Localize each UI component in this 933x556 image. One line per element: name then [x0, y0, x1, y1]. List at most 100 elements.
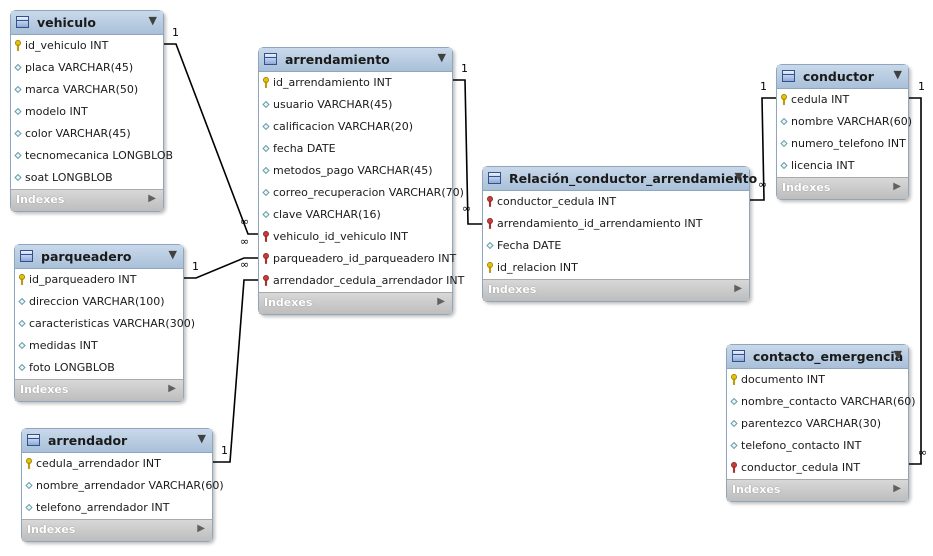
expand-arrow-icon[interactable]: ▶ [893, 483, 901, 494]
column-row[interactable]: usuario VARCHAR(45) [259, 94, 452, 116]
column-row[interactable]: direccion VARCHAR(100) [15, 291, 183, 313]
column-row[interactable]: nombre VARCHAR(60) [777, 111, 912, 133]
collapse-arrow-icon[interactable]: ▼ [734, 170, 743, 183]
expand-arrow-icon[interactable]: ▶ [893, 181, 901, 192]
column-row[interactable]: fecha DATE [259, 138, 452, 160]
column-row[interactable]: medidas INT [15, 335, 183, 357]
column-row[interactable]: arrendamiento_id_arrendamiento INT [483, 213, 749, 235]
table-conductor[interactable]: conductor▼cedula INT nombre VARCHAR(60) nu… [776, 64, 912, 200]
table-header[interactable]: vehiculo ▼ [11, 11, 163, 35]
column-row[interactable]: id_arrendamiento INT [259, 72, 452, 94]
column-label: numero_telefono INT [791, 137, 906, 150]
expand-arrow-icon[interactable]: ▶ [734, 283, 742, 294]
indexes-section[interactable]: Indexes ▶ [22, 519, 212, 541]
column-row[interactable]: color VARCHAR(45) [11, 123, 163, 145]
collapse-arrow-icon[interactable]: ▼ [168, 248, 177, 261]
collapse-arrow-icon[interactable]: ▼ [437, 51, 446, 64]
table-header[interactable]: conductor▼ [777, 65, 908, 89]
relationship-line[interactable] [451, 79, 482, 225]
relationship-line[interactable] [211, 279, 258, 463]
collapse-arrow-icon[interactable]: ▼ [197, 432, 206, 445]
expand-arrow-icon[interactable]: ▶ [168, 383, 176, 394]
table-icon [264, 53, 277, 65]
column-row[interactable]: cedula_arrendador INT [22, 453, 212, 475]
table-contacto-emergencia[interactable]: contacto_emergencia▼ documento INT nombre_… [726, 344, 915, 502]
expand-arrow-icon[interactable]: ▶ [148, 193, 156, 204]
column-label: foto LONGBLOB [29, 361, 115, 374]
table-header[interactable]: arrendamiento▼ [259, 48, 452, 72]
column-row[interactable]: parqueadero_id_parqueadero INT [259, 248, 456, 270]
table-icon [16, 16, 29, 28]
table-header[interactable]: contacto_emergencia▼ [727, 345, 908, 369]
column-label: telefono_arrendador INT [36, 501, 170, 514]
relationship-line[interactable] [182, 257, 258, 279]
table-relaci-n-conductor-arrendamiento[interactable]: Relación_conductor_arrendamiento▼conduct… [482, 166, 757, 302]
column-row[interactable]: clave VARCHAR(16) [259, 204, 452, 226]
table-arrendamiento[interactable]: arrendamiento▼ id_arrendamiento INT usuari… [258, 47, 464, 315]
indexes-label: Indexes [488, 283, 537, 296]
indexes-label: Indexes [27, 523, 76, 536]
column-row[interactable]: vehiculo_id_vehiculo INT [259, 226, 452, 248]
table-header[interactable]: arrendador▼ [22, 429, 212, 453]
column-row[interactable]: tecnomecanica LONGBLOB [11, 145, 173, 167]
column-row[interactable]: numero_telefono INT [777, 133, 908, 155]
column-label: nombre VARCHAR(60) [791, 115, 913, 128]
column-row[interactable]: placa VARCHAR(45) [11, 57, 163, 79]
column-label: id_arrendamiento INT [273, 76, 392, 89]
column-row[interactable]: conductor_cedula INT [727, 457, 908, 479]
column-row[interactable]: nombre_contacto VARCHAR(60) [727, 391, 915, 413]
column-label: parqueadero_id_parqueadero INT [273, 252, 457, 265]
column-row[interactable]: caracteristicas VARCHAR(300) [15, 313, 195, 335]
column-label: modelo INT [25, 105, 88, 118]
column-row[interactable]: conductor_cedula INT [483, 191, 749, 213]
column-row[interactable]: parentezco VARCHAR(30) [727, 413, 908, 435]
column-row[interactable]: metodos_pago VARCHAR(45) [259, 160, 452, 182]
column-label: usuario VARCHAR(45) [273, 98, 393, 111]
table-header[interactable]: parqueadero▼ [15, 245, 183, 269]
collapse-arrow-icon[interactable]: ▼ [893, 348, 902, 361]
column-row[interactable]: marca VARCHAR(50) [11, 79, 163, 101]
foreign-key-icon [731, 462, 737, 473]
column-label: id_relacion INT [497, 261, 578, 274]
column-row[interactable]: id_parqueadero INT [15, 269, 183, 291]
indexes-section[interactable]: Indexes▶ [727, 479, 908, 501]
column-row[interactable]: nombre_arrendador VARCHAR(60) [22, 475, 224, 497]
indexes-section[interactable]: Indexes▶ [11, 189, 163, 211]
column-row[interactable]: modelo INT [11, 101, 163, 123]
column-row[interactable]: licencia INT [777, 155, 908, 177]
foreign-key-icon [263, 253, 269, 264]
primary-key-icon [781, 94, 787, 105]
column-row[interactable]: id_vehiculo INT [11, 35, 163, 57]
column-row[interactable]: calificacion VARCHAR(20) [259, 116, 452, 138]
collapse-arrow-icon[interactable]: ▼ [148, 14, 157, 27]
relationship-line[interactable] [162, 43, 258, 235]
indexes-section[interactable]: Indexes▶ [259, 292, 452, 314]
column-row[interactable]: telefono_contacto INT [727, 435, 908, 457]
collapse-arrow-icon[interactable]: ▼ [893, 68, 902, 81]
column-row[interactable]: soat LONGBLOB [11, 167, 163, 189]
column-diamond-icon [14, 151, 22, 160]
column-diamond-icon [780, 161, 788, 170]
column-row[interactable]: cedula INT [777, 89, 908, 111]
column-row[interactable]: id_relacion INT [483, 257, 749, 279]
expand-arrow-icon[interactable]: ▶ [197, 523, 205, 534]
table-header[interactable]: Relación_conductor_arrendamiento▼ [483, 167, 757, 191]
column-row[interactable]: correo_recuperacion VARCHAR(70) [259, 182, 464, 204]
column-row[interactable]: telefono_arrendador INT [22, 497, 212, 519]
indexes-section[interactable]: Indexes▶ [15, 379, 183, 401]
relationship-line[interactable] [907, 97, 922, 465]
indexes-section[interactable]: Indexes ▶ [483, 279, 749, 301]
column-label: documento INT [741, 373, 825, 386]
column-row[interactable]: arrendador_cedula_arrendador INT [259, 270, 464, 292]
indexes-label: Indexes [782, 181, 831, 194]
table-name: vehiculo [37, 15, 96, 30]
expand-arrow-icon[interactable]: ▶ [437, 296, 445, 307]
column-row[interactable]: Fecha DATE [483, 235, 749, 257]
column-row[interactable]: documento INT [727, 369, 908, 391]
column-row[interactable]: foto LONGBLOB [15, 357, 183, 379]
column-diamond-icon [262, 100, 270, 109]
indexes-section[interactable]: Indexes ▶ [777, 177, 908, 199]
